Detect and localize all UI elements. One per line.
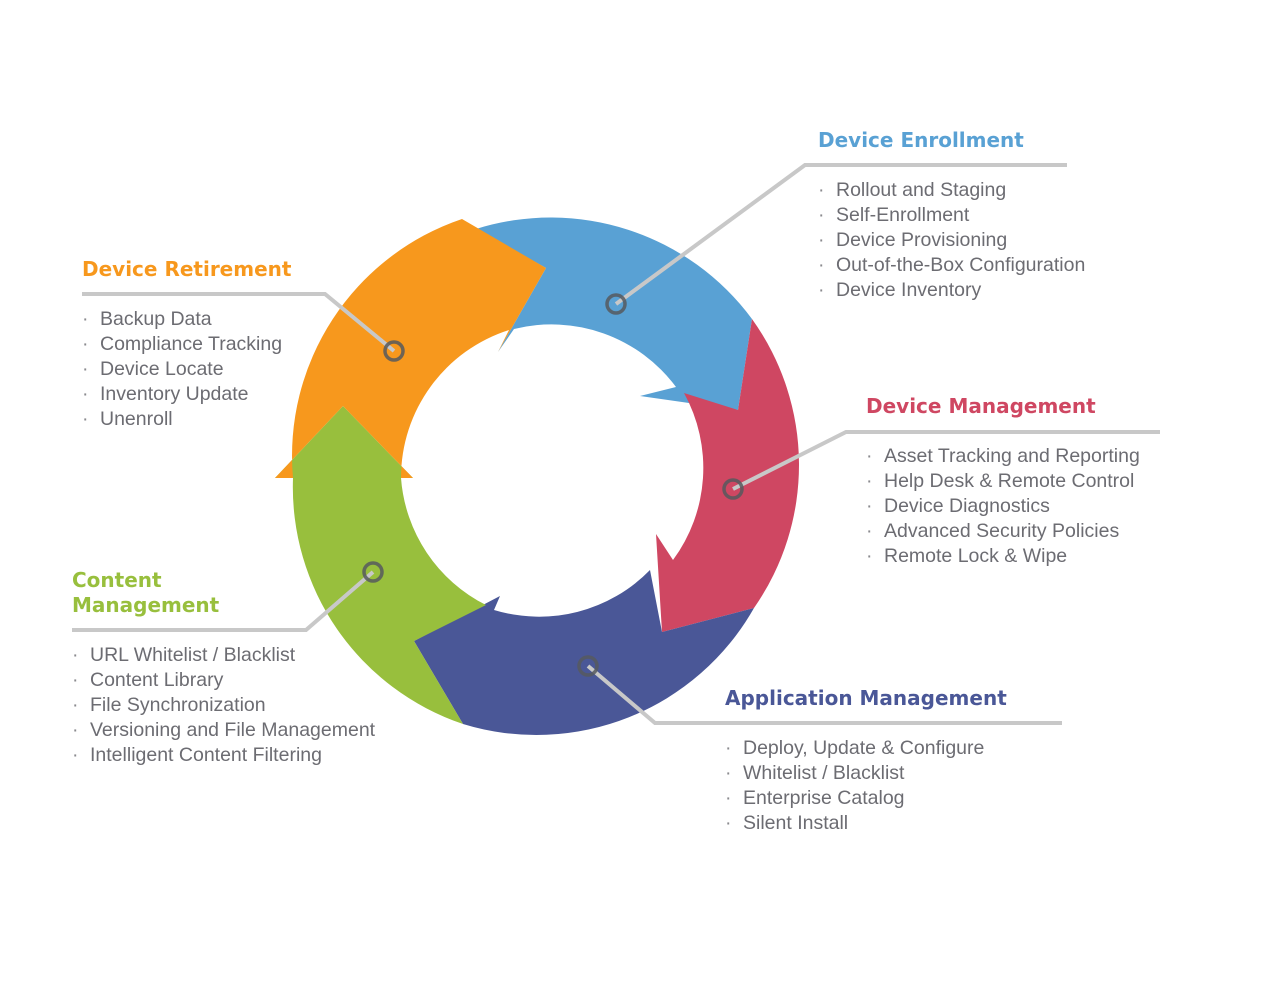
list-item: Enterprise Catalog — [725, 786, 1007, 811]
enrollment-block: Device Enrollment Rollout and Staging Se… — [818, 128, 1085, 303]
enrollment-dot — [605, 293, 627, 315]
content-dot — [362, 561, 384, 583]
management-list: Asset Tracking and Reporting Help Desk &… — [866, 444, 1140, 569]
enrollment-connector — [614, 163, 1067, 306]
application-block: Application Management Deploy, Update & … — [725, 686, 1007, 836]
list-item: Unenroll — [82, 407, 291, 432]
application-dot — [577, 655, 599, 677]
list-item: Backup Data — [82, 307, 291, 332]
list-item: Help Desk & Remote Control — [866, 469, 1140, 494]
enrollment-title: Device Enrollment — [818, 128, 1024, 152]
list-item: Content Library — [72, 668, 375, 693]
list-item: Inventory Update — [82, 382, 291, 407]
list-item: Whitelist / Blacklist — [725, 761, 1007, 786]
list-item: Asset Tracking and Reporting — [866, 444, 1140, 469]
content-title-line-2: Management — [72, 593, 220, 617]
retirement-connector — [82, 292, 396, 353]
retirement-block: Device Retirement Backup Data Compliance… — [82, 257, 291, 432]
retirement-arrow — [275, 219, 546, 478]
enrollment-list: Rollout and Staging Self-Enrollment Devi… — [818, 178, 1085, 303]
list-item: Self-Enrollment — [818, 203, 1085, 228]
list-item: Intelligent Content Filtering — [72, 743, 375, 768]
content-title-line-1: Content — [72, 568, 162, 592]
content-block: Content Management URL Whitelist / Black… — [72, 568, 375, 768]
content-list: URL Whitelist / Blacklist Content Librar… — [72, 643, 375, 768]
application-list: Deploy, Update & Configure Whitelist / B… — [725, 736, 1007, 836]
list-item: Versioning and File Management — [72, 718, 375, 743]
management-title: Device Management — [866, 394, 1096, 418]
retirement-list: Backup Data Compliance Tracking Device L… — [82, 307, 291, 432]
list-item: Deploy, Update & Configure — [725, 736, 1007, 761]
list-item: Out-of-the-Box Configuration — [818, 253, 1085, 278]
list-item: Device Inventory — [818, 278, 1085, 303]
list-item: Remote Lock & Wipe — [866, 544, 1140, 569]
application-arrow — [414, 570, 754, 736]
management-connector — [732, 430, 1160, 491]
management-dot — [722, 478, 744, 500]
list-item: URL Whitelist / Blacklist — [72, 643, 375, 668]
list-item: Advanced Security Policies — [866, 519, 1140, 544]
list-item: Device Locate — [82, 357, 291, 382]
list-item: Device Provisioning — [818, 228, 1085, 253]
list-item: Rollout and Staging — [818, 178, 1085, 203]
retirement-dot — [383, 340, 405, 362]
content-title: Content Management — [72, 568, 375, 618]
retirement-title: Device Retirement — [82, 257, 292, 281]
application-title: Application Management — [725, 686, 1007, 710]
list-item: Compliance Tracking — [82, 332, 291, 357]
list-item: Silent Install — [725, 811, 1007, 836]
application-connector — [586, 664, 1062, 725]
management-block: Device Management Asset Tracking and Rep… — [866, 394, 1140, 569]
list-item: File Synchronization — [72, 693, 375, 718]
content-connector — [72, 570, 375, 632]
list-item: Device Diagnostics — [866, 494, 1140, 519]
management-arrow — [656, 319, 799, 632]
